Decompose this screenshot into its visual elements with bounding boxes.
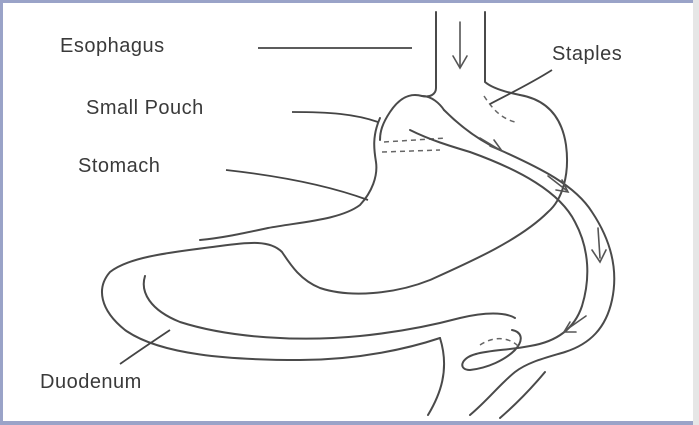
flow-arrows [480, 138, 606, 332]
label-duodenum: Duodenum [40, 372, 142, 392]
label-leaders [120, 48, 552, 364]
stomach-drawing [102, 95, 567, 360]
label-staples: Staples [552, 44, 622, 64]
label-esophagus: Esophagus [60, 36, 165, 56]
esophagus-drawing [422, 12, 520, 97]
label-small-pouch: Small Pouch [86, 98, 204, 118]
intestine-drawing [410, 96, 614, 418]
label-stomach: Stomach [78, 156, 160, 176]
small-pouch-drawing [380, 95, 446, 152]
